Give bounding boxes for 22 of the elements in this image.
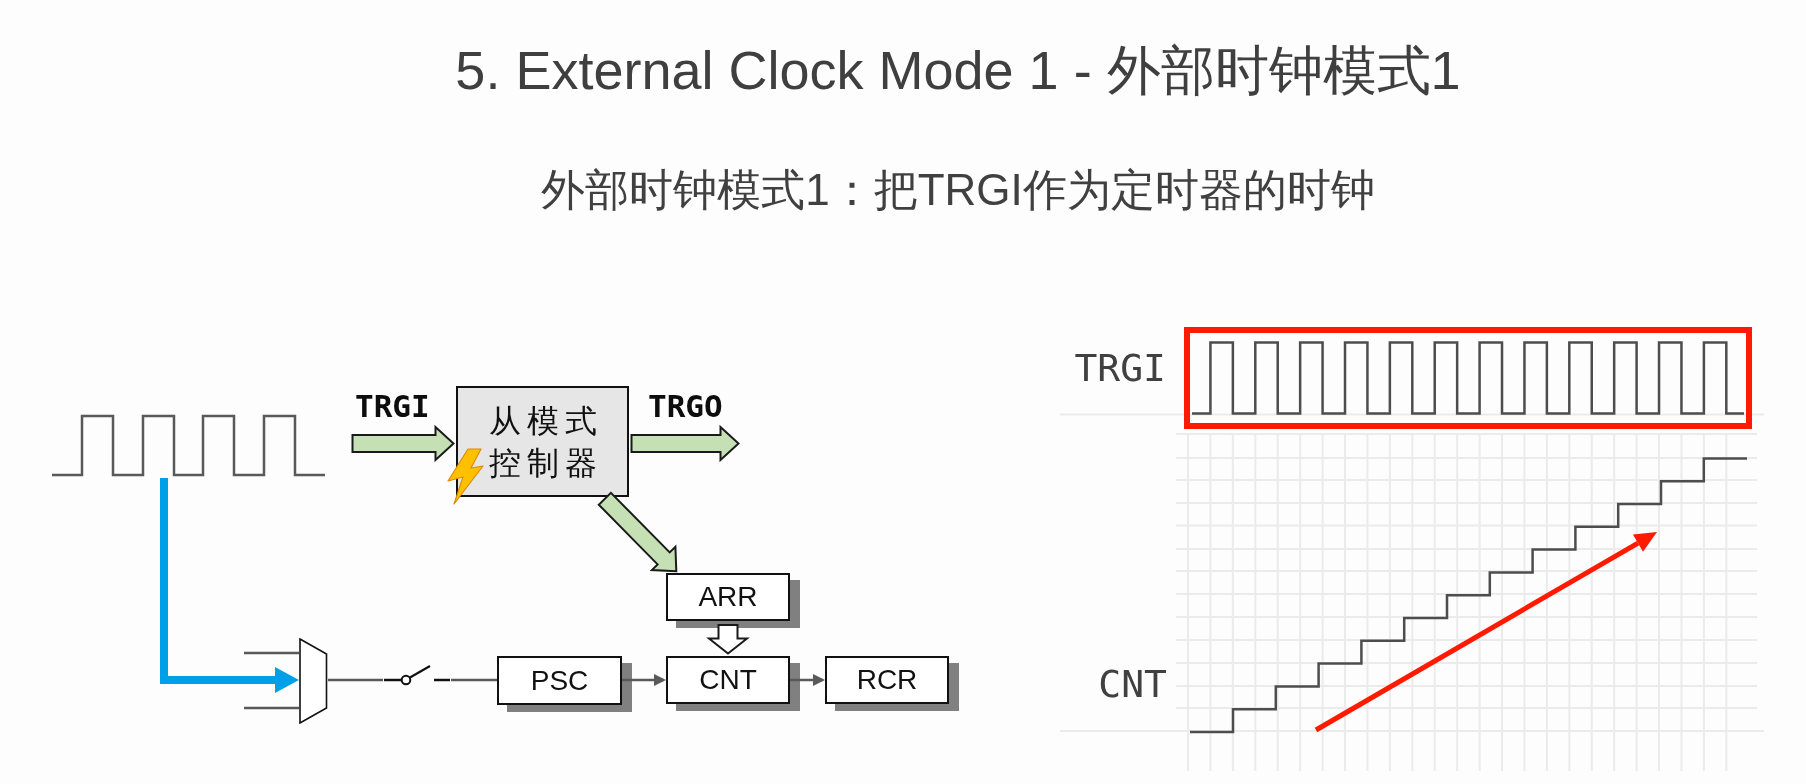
node-label: PSC <box>530 663 589 698</box>
signal-label: TRGI <box>1074 349 1166 387</box>
subtitle: 外部时钟模式1：把TRGI作为定时器的时钟 <box>541 164 1375 216</box>
block-arrow <box>351 424 455 463</box>
connector-line <box>244 651 299 655</box>
multiplexer-symbol <box>299 638 328 724</box>
signal-label: CNT <box>1098 665 1167 703</box>
arrow <box>790 674 825 686</box>
block-arrow <box>597 491 678 573</box>
block-arrow <box>630 424 740 463</box>
block-arrow <box>706 624 750 655</box>
node-label: CNT <box>699 663 757 697</box>
node-label: 从模式控制器 <box>487 400 604 484</box>
connector-line <box>328 678 383 682</box>
switch-symbol <box>383 662 451 688</box>
process-box <box>456 386 629 497</box>
slide-title: 5. External Clock Mode 1 - 外部时钟模式1 <box>455 39 1461 102</box>
connector-line <box>451 678 497 682</box>
node-label: RCR <box>856 663 918 697</box>
connector-line <box>244 706 299 710</box>
node-label: ARR <box>698 580 758 614</box>
arrow <box>622 674 666 686</box>
